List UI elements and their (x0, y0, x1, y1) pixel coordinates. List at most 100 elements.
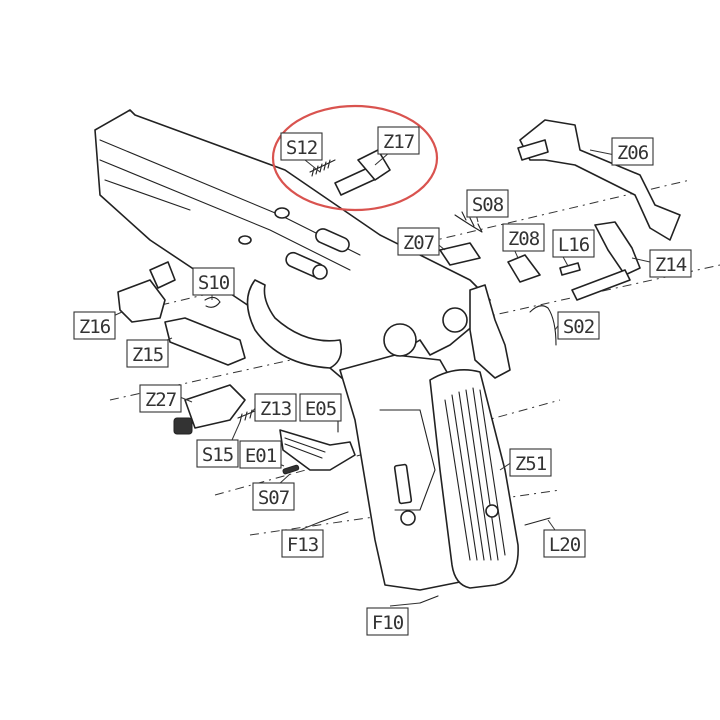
mechanism-gear (383, 323, 417, 357)
label-s12: S12 (280, 132, 323, 161)
label-z17: Z17 (377, 126, 420, 155)
label-z07: Z07 (397, 227, 440, 256)
leader-f10 (389, 602, 421, 607)
label-e05: E05 (299, 393, 342, 422)
grip-panel-body (429, 369, 519, 589)
label-z14: Z14 (649, 249, 692, 278)
label-e01: E01 (239, 440, 282, 469)
lever-z14-shaft (571, 269, 631, 301)
lever-z14 (594, 221, 641, 276)
label-z17-text: Z17 (383, 131, 415, 153)
safety-z16 (117, 279, 166, 323)
hammer (469, 284, 511, 379)
pin-l16 (559, 262, 581, 276)
label-z27-box (139, 384, 182, 413)
label-z14-box (649, 249, 692, 278)
spring-s12 (309, 159, 336, 177)
assembly-axes (109, 179, 720, 536)
block-e01-grooves (284, 437, 326, 459)
leader-f13 (299, 521, 321, 531)
label-f13-text: F13 (287, 534, 319, 556)
label-z15-text: Z15 (132, 344, 163, 366)
label-f10-text: F10 (372, 612, 404, 634)
leader-z06 (589, 149, 616, 156)
label-s07: S07 (252, 482, 295, 511)
grip-frame-cutout (379, 409, 436, 511)
label-s08-box (466, 189, 509, 218)
label-z17-box (377, 126, 420, 155)
label-z13-text: Z13 (260, 398, 292, 420)
frame-pin-hole-2 (274, 207, 290, 219)
spring-s02 (529, 305, 557, 346)
label-f10-box (366, 607, 409, 636)
spring-s10 (204, 296, 221, 308)
label-z06: Z06 (611, 137, 654, 166)
leader-z14 (631, 257, 651, 263)
label-l16: L16 (552, 229, 595, 258)
pin-z17-head (357, 149, 391, 181)
part-z08 (507, 254, 541, 283)
label-z15: Z15 (126, 339, 169, 368)
label-s07-box (252, 482, 295, 511)
label-z16: Z16 (73, 311, 116, 340)
label-f13-box (281, 529, 324, 558)
grip-frame-slot (393, 463, 413, 505)
label-z51: Z51 (509, 448, 552, 477)
ejector-z27 (184, 384, 246, 429)
spring-s07 (282, 464, 300, 475)
label-z06-text: Z06 (617, 142, 649, 164)
label-z06-box (611, 137, 654, 166)
callout-labels: S12 Z17 Z06 S08 Z07 Z08 L16 Z14 S10 Z16 … (73, 126, 692, 636)
label-z15-box (126, 339, 169, 368)
label-z13-box (254, 393, 297, 422)
frame-slot-1 (315, 228, 350, 253)
grip-frame-screw-hole (400, 510, 416, 526)
label-z51-text: Z51 (515, 453, 547, 475)
label-z07-box (397, 227, 440, 256)
label-z13: Z13 (254, 393, 297, 422)
ejector-z27-tab (173, 417, 193, 435)
label-z51-box (509, 448, 552, 477)
small-parts (117, 119, 681, 604)
label-f13: F13 (281, 529, 324, 558)
label-l16-text: L16 (558, 234, 590, 256)
label-z14-text: Z14 (655, 254, 687, 276)
frame-rail-slot (104, 179, 191, 211)
block-e01 (279, 429, 356, 471)
frame-pin-hole-1 (238, 235, 252, 245)
label-s10: S10 (192, 267, 235, 296)
label-f10: F10 (366, 607, 409, 636)
label-s02-box (557, 311, 600, 340)
label-s10-box (192, 267, 235, 296)
label-s12-box (280, 132, 323, 161)
label-l20-text: L20 (549, 534, 581, 556)
slide-stop-z06-pin (517, 139, 549, 161)
label-z07-text: Z07 (403, 232, 435, 254)
leader-s15 (231, 421, 241, 441)
mechanism-cam (442, 307, 468, 333)
label-z16-box (73, 311, 116, 340)
label-z08-text: Z08 (508, 228, 540, 250)
frame-rail-lower (99, 159, 351, 271)
label-z27: Z27 (139, 384, 182, 413)
label-e01-text: E01 (245, 445, 277, 467)
label-s07-text: S07 (258, 487, 290, 509)
label-s15-box (196, 439, 239, 468)
label-z08-box (502, 223, 545, 252)
frame-pin-hole-3 (312, 264, 328, 280)
grip-panel-screw (485, 504, 499, 518)
grip-panel-grooves (444, 387, 506, 561)
pin-f10 (419, 595, 439, 604)
label-s12-text: S12 (286, 137, 317, 159)
safety-z16-knob (149, 261, 176, 289)
grip-panel-icon (429, 369, 519, 589)
label-s10-text: S10 (198, 272, 230, 294)
label-z16-text: Z16 (79, 316, 111, 338)
leader-l20 (547, 519, 556, 531)
axis-line-middle (214, 399, 561, 496)
part-z07 (439, 242, 481, 266)
label-e05-box (299, 393, 342, 422)
bar-z15 (164, 317, 246, 366)
label-l20-box (543, 529, 586, 558)
